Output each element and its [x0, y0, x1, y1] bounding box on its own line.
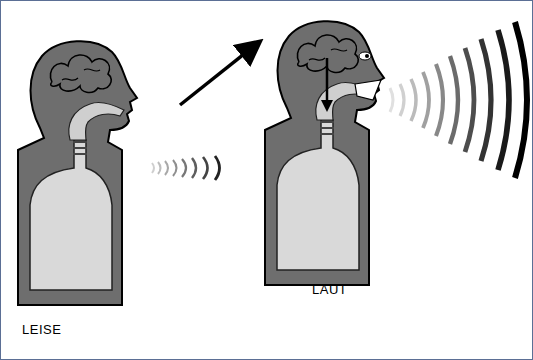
quiet-sound-waves: [152, 156, 220, 180]
figure-node: LEISE: [15, 40, 180, 345]
quiet-figure: [18, 41, 137, 305]
loud-sound-waves: [390, 22, 527, 178]
figure-label: LEISE: [22, 322, 61, 337]
figure-label: LAUT: [312, 282, 347, 297]
figure-node: LAUT: [262, 18, 530, 310]
loud-figure: [265, 21, 384, 285]
arrow-connector: [180, 43, 258, 105]
